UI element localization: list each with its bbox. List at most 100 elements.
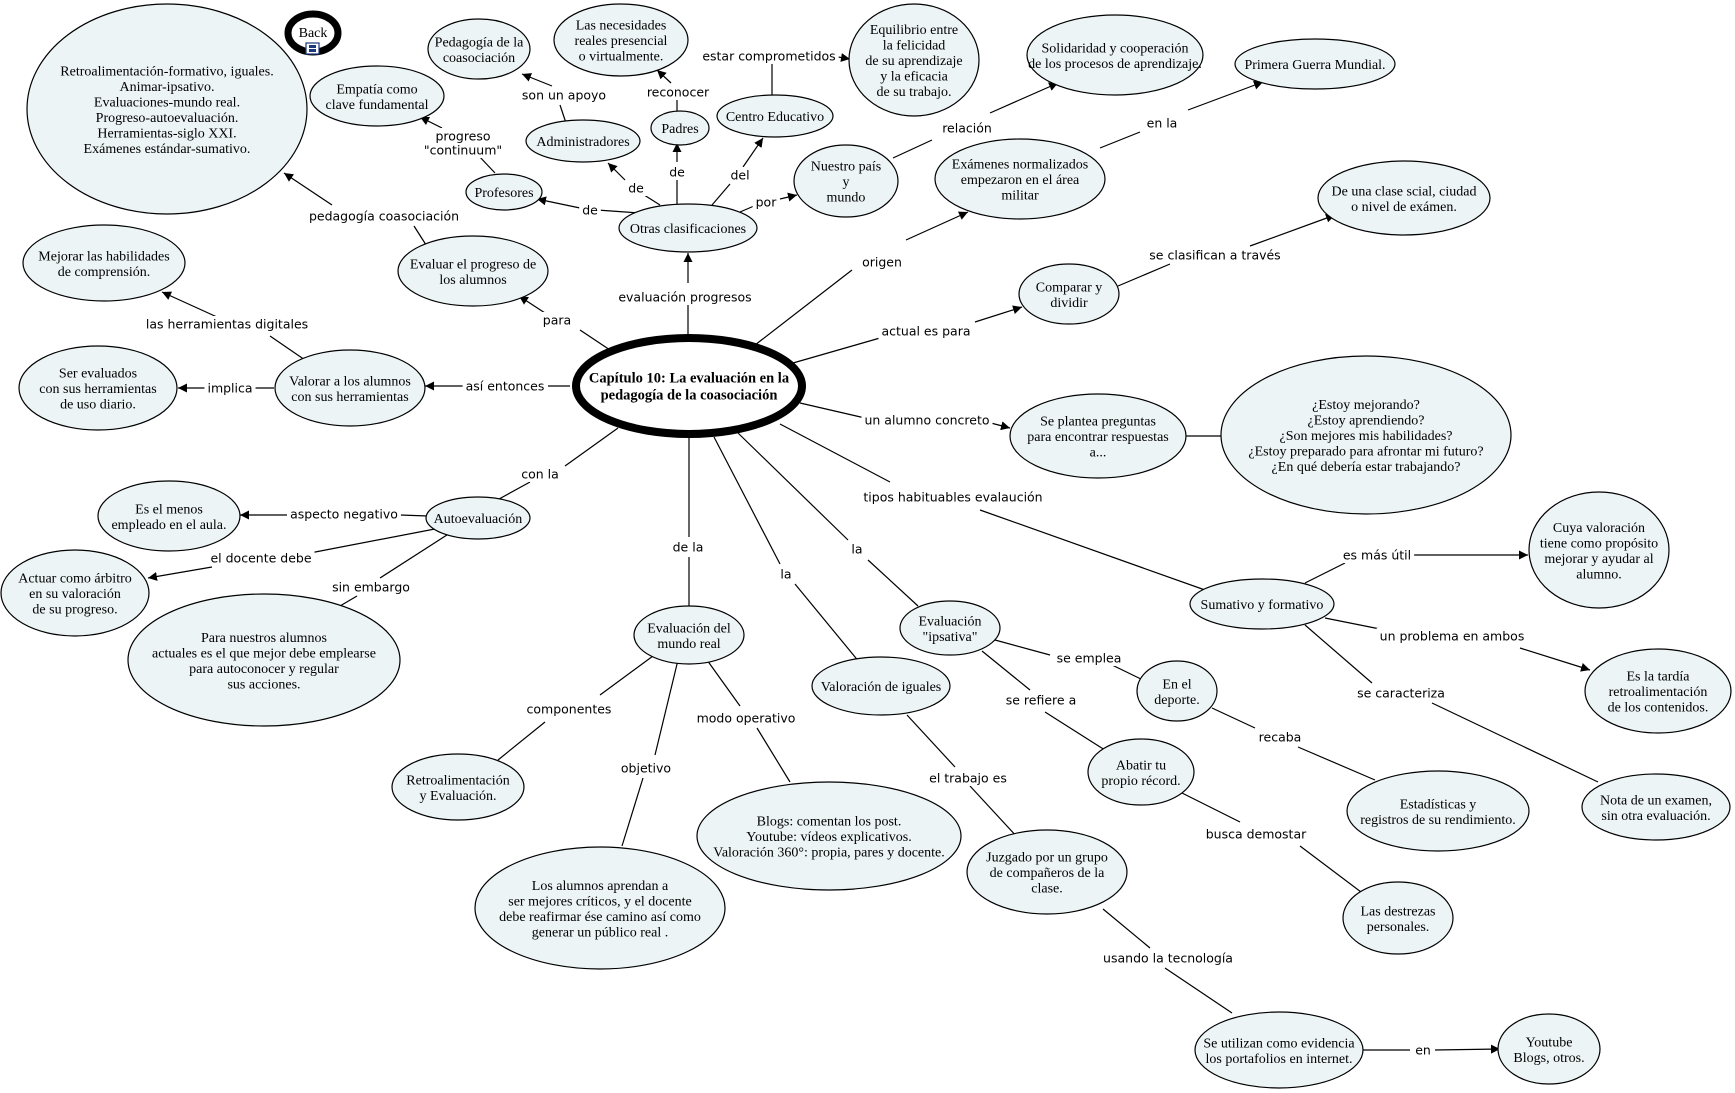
edge-main-to-tipos-habituables xyxy=(779,423,891,483)
node-preguntas[interactable]: ¿Estoy mejorando?¿Estoy aprendiendo?¿Son… xyxy=(1220,355,1512,515)
node-shape xyxy=(1018,263,1120,325)
label-background xyxy=(462,378,548,394)
label-sin-embargo: sin embargo xyxy=(329,579,413,595)
node-text: Autoevaluación xyxy=(434,512,523,527)
label-con-la: con la xyxy=(518,466,562,482)
label-text: estar comprometidos xyxy=(702,49,835,64)
node-autoevaluacion[interactable]: Autoevaluación xyxy=(425,496,531,540)
label-text: la xyxy=(780,567,791,582)
node-text-line: sus acciones. xyxy=(227,677,300,692)
label-relacion: relación xyxy=(939,120,995,136)
node-evaluacion-ipsativa[interactable]: Evaluación"ipsativa" xyxy=(899,600,1001,656)
edge-autoeval-to-sin-embargo xyxy=(379,532,451,579)
node-text-line: Es el menos xyxy=(135,502,203,517)
node-text-line: clase. xyxy=(1031,882,1062,897)
node-sumativo-formativo[interactable]: Sumativo y formativo xyxy=(1189,578,1335,630)
node-administradores[interactable]: Administradores xyxy=(525,119,641,163)
back-button[interactable]: Back xyxy=(284,10,342,56)
label-background xyxy=(1146,247,1284,263)
label-background xyxy=(643,84,713,100)
label-background xyxy=(939,120,995,136)
label-text: objetivo xyxy=(621,761,671,776)
edge-el-trabajo-es-to-juzgado xyxy=(969,785,1019,839)
node-text-line: mejorar y ayudar al xyxy=(1544,552,1653,567)
label-estar-comprometidos: estar comprometidos xyxy=(699,48,839,64)
label-text: en xyxy=(1415,1043,1431,1058)
label-evaluacion-progresos: evaluación progresos xyxy=(615,289,755,305)
node-retroalimentacion-lista[interactable]: Retroalimentación-formativo, iguales.Ani… xyxy=(26,3,308,215)
node-centro-educativo[interactable]: Centro Educativo xyxy=(716,94,834,138)
back-button-label: Back xyxy=(299,26,328,41)
node-profesores[interactable]: Profesores xyxy=(465,173,543,211)
edge-to-comparar xyxy=(974,305,1023,323)
edge-to-empatia xyxy=(419,116,443,129)
node-primera-guerra[interactable]: Primera Guerra Mundial. xyxy=(1234,38,1396,90)
label-background xyxy=(926,770,1010,786)
node-text-line: de su progreso. xyxy=(32,603,117,618)
label-background xyxy=(329,579,413,595)
edge-sumativo-to-un-problema xyxy=(1324,617,1386,631)
node-text-line: para autoconocer y regular xyxy=(189,662,339,677)
node-text-line: retroalimentación xyxy=(1609,685,1708,700)
label-text-line-2: "continuum" xyxy=(424,143,502,158)
node-text-line: generar un público real . xyxy=(532,925,668,940)
label-background xyxy=(1002,692,1080,708)
node-otras-clasificaciones[interactable]: Otras clasificaciones xyxy=(618,203,758,253)
node-text-line: Blogs, otros. xyxy=(1513,1051,1584,1066)
node-padres[interactable]: Padres xyxy=(650,110,710,146)
node-text-line: Equilibrio entre xyxy=(870,23,958,38)
label-background xyxy=(727,167,753,183)
node-valoracion-iguales[interactable]: Valoración de iguales xyxy=(811,656,951,716)
node-text: Evaluación"ipsativa" xyxy=(919,614,982,645)
label-el-docente-debe: el docente debe xyxy=(207,550,315,566)
label-background xyxy=(142,316,312,332)
label-background xyxy=(287,506,401,522)
node-shape xyxy=(553,3,689,77)
node-main-concept[interactable]: Capítulo 10: La evaluación en lapedagogí… xyxy=(572,334,806,438)
node-shape xyxy=(1234,38,1396,90)
label-background xyxy=(860,489,1046,505)
node-shape xyxy=(650,110,710,146)
node-text-line: Es la tardía xyxy=(1627,670,1691,685)
node-blogs-youtube[interactable]: Blogs: comentan los post.Youtube: vídeos… xyxy=(696,781,962,891)
node-nota-examen[interactable]: Nota de un examen,sin otra evaluación. xyxy=(1581,773,1731,841)
edge-la-ipsativa-to-ipsativa xyxy=(867,559,919,607)
node-text-line: Primera Guerra Mundial. xyxy=(1244,58,1385,73)
